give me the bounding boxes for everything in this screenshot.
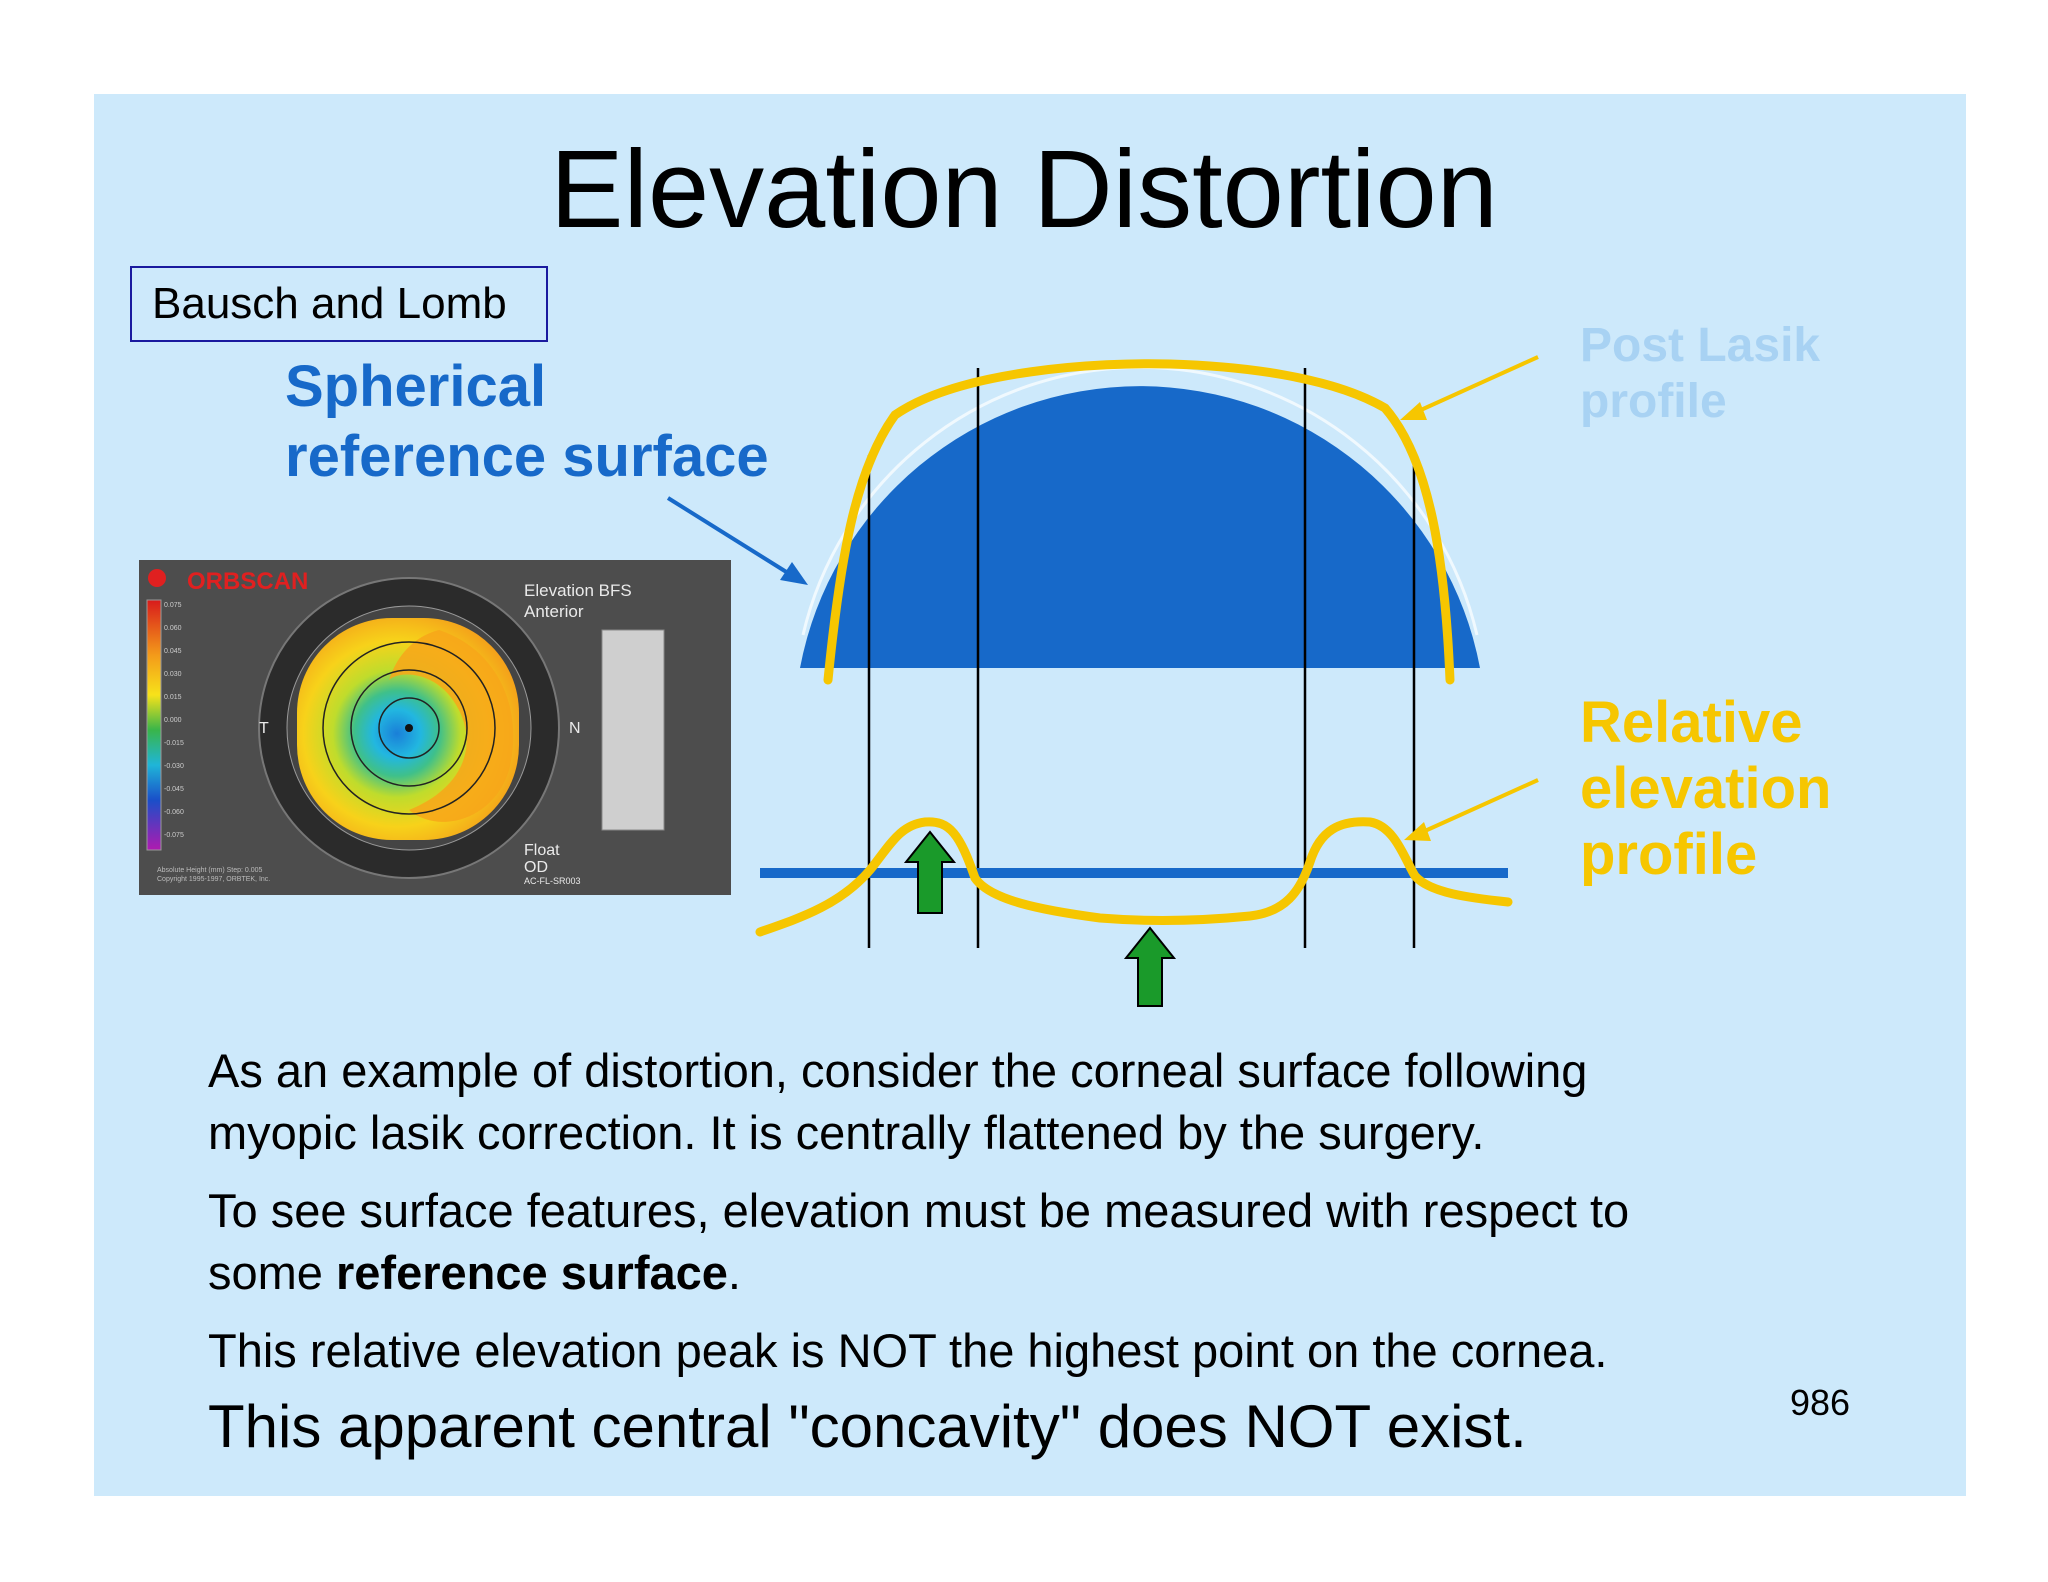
- orbscan-scale-label: -0.060: [164, 809, 184, 816]
- post-lasik-pointer-line: [1411, 355, 1539, 416]
- orbscan-map-graphic: [146, 569, 665, 879]
- post-lasik-pointer-head: [1400, 402, 1427, 420]
- relative-line1: Relative: [1580, 690, 1803, 755]
- slide-title: Elevation Distortion: [550, 128, 1498, 251]
- orbscan-brand: ORBSCAN: [187, 568, 309, 595]
- relative-elevation-profile: [755, 817, 1513, 937]
- spherical-label-line2: reference surface: [285, 424, 769, 489]
- orbscan-side-left: T: [259, 720, 269, 737]
- orbscan-footer-line2: Copyright 1995-1997, ORBTEK, Inc.: [157, 876, 271, 883]
- post-lasik-line2: profile: [1580, 375, 1727, 428]
- orbscan-scale-label: 0.045: [164, 648, 182, 655]
- paragraph-1: As an example of distortion, consider th…: [208, 1040, 1587, 1164]
- orbscan-map-panel: ORBSCAN Elevation BFS Anterior T N Float…: [139, 560, 731, 895]
- paragraph-2-line1: To see surface features, elevation must …: [208, 1184, 1630, 1237]
- paragraph-1-line1: As an example of distortion, consider th…: [208, 1044, 1588, 1097]
- spherical-label-line1: Spherical: [285, 354, 547, 419]
- relative-line2: elevation: [1580, 756, 1832, 821]
- orbscan-scale-label: -0.075: [164, 832, 184, 839]
- paragraph-2-pre: some: [208, 1246, 336, 1299]
- orbscan-footer-line1: Absolute Height (mm) Step: 0.005: [157, 867, 263, 874]
- relative-line3: profile: [1580, 822, 1758, 887]
- relative-pointer-line: [1415, 778, 1539, 837]
- orbscan-scale-label: 0.000: [164, 717, 182, 724]
- spherical-reference-label: Spherical reference surface: [285, 352, 769, 492]
- paragraph-3: This relative elevation peak is NOT the …: [208, 1324, 1608, 1377]
- orbscan-scale-label: -0.030: [164, 763, 184, 770]
- orbscan-title-line1: Elevation BFS: [524, 581, 632, 600]
- orbscan-scale-label: 0.015: [164, 694, 182, 701]
- relative-elevation-label: Relative elevation profile: [1580, 690, 1831, 888]
- spherical-pointer-head: [780, 562, 808, 585]
- orbscan-scale-label: 0.060: [164, 625, 182, 632]
- paragraph-2-post: .: [727, 1246, 741, 1299]
- relative-pointer-head: [1404, 822, 1431, 841]
- peak-up-arrow: [903, 830, 957, 914]
- orbscan-code: AC-FL-SR003: [524, 876, 581, 886]
- paragraph-4: This apparent central "concavity" does N…: [208, 1393, 1527, 1460]
- orbscan-eye: OD: [524, 859, 548, 876]
- post-lasik-line1: Post Lasik: [1580, 319, 1821, 372]
- source-label-box: Bausch and Lomb: [130, 266, 548, 342]
- post-lasik-label: Post Lasik profile: [1580, 318, 1820, 430]
- orbscan-float-label: Float OD AC-FL-SR003: [524, 842, 581, 887]
- paragraph-2-line2: some reference surface.: [208, 1242, 1629, 1304]
- orbscan-scale-label: 0.075: [164, 602, 182, 609]
- paragraph-2: To see surface features, elevation must …: [208, 1180, 1629, 1304]
- center-up-arrow: [1123, 926, 1177, 1007]
- orbscan-float: Float: [524, 842, 560, 859]
- post-lasik-profile: [823, 359, 1455, 685]
- orbscan-scale-label: -0.015: [164, 740, 184, 747]
- orbscan-title-line2: Anterior: [524, 602, 584, 621]
- page-number: 986: [1790, 1382, 1851, 1423]
- orbscan-footer: Absolute Height (mm) Step: 0.005 Copyrig…: [157, 866, 270, 884]
- orbscan-scale-label: 0.030: [164, 671, 182, 678]
- paragraph-1-line2: myopic lasik correction. It is centrally…: [208, 1106, 1485, 1159]
- paragraph-2-bold: reference surface: [336, 1246, 728, 1299]
- orbscan-scale-label: -0.045: [164, 786, 184, 793]
- orbscan-side-right: N: [569, 720, 581, 737]
- spherical-pointer-line: [666, 496, 798, 580]
- orbscan-map-title: Elevation BFS Anterior: [524, 580, 632, 622]
- reference-dome: [800, 386, 1480, 668]
